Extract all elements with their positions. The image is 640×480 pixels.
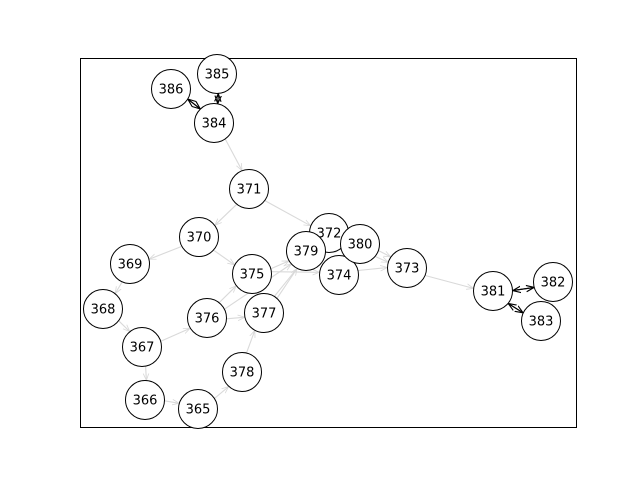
node-380: 380	[340, 224, 380, 264]
node-circle	[340, 224, 380, 264]
node-label: 378	[230, 366, 255, 381]
edge-384-371	[224, 138, 242, 171]
node-368: 368	[83, 289, 123, 329]
node-label: 368	[91, 303, 116, 318]
edge-375-379	[270, 260, 289, 270]
edge-367-376	[160, 327, 190, 342]
node-circle	[533, 262, 573, 302]
node-label: 365	[186, 403, 211, 418]
edge-378-377	[245, 330, 255, 354]
edges-layer	[115, 94, 534, 404]
edge-386-384	[187, 98, 201, 109]
node-circle	[229, 169, 269, 209]
node-label: 379	[294, 245, 319, 260]
edge-385-384	[218, 93, 219, 104]
node-378: 378	[222, 352, 262, 392]
node-circle	[110, 244, 150, 284]
node-circle	[178, 389, 218, 429]
node-circle	[179, 217, 219, 257]
node-label: 374	[327, 269, 352, 284]
edge-377-379	[276, 269, 297, 299]
edge-370-375	[213, 249, 235, 265]
node-circle	[125, 380, 165, 420]
node-label: 367	[130, 341, 155, 356]
edge-376-377	[226, 317, 245, 319]
node-label: 383	[529, 315, 554, 330]
node-label: 381	[481, 285, 506, 300]
edge-374-373	[358, 268, 387, 271]
node-label: 385	[205, 68, 230, 83]
node-label: 386	[159, 83, 184, 98]
node-385: 385	[197, 54, 237, 94]
node-label: 366	[133, 394, 158, 409]
node-375: 375	[232, 254, 272, 294]
node-376: 376	[187, 298, 227, 338]
node-379: 379	[286, 231, 326, 271]
plot-frame	[80, 58, 577, 428]
node-circle	[521, 301, 561, 341]
edge-373-381	[425, 274, 473, 289]
node-label: 382	[541, 276, 566, 291]
edge-380-373	[378, 250, 391, 257]
nodes-layer: 365 366 367 368 369 370 371 372 373 374 375 376 377 3…	[83, 54, 573, 429]
node-label: 370	[187, 231, 212, 246]
node-circle	[244, 293, 284, 333]
node-label: 372	[317, 227, 342, 242]
node-386: 386	[151, 69, 191, 109]
node-circle	[187, 298, 227, 338]
node-label: 377	[252, 307, 277, 322]
edge-371-370	[215, 203, 238, 225]
edge-367-366	[146, 366, 147, 380]
node-label: 380	[348, 238, 373, 253]
edge-371-372	[264, 200, 311, 226]
node-circle	[387, 248, 427, 288]
edge-365-378	[214, 387, 229, 399]
node-373: 373	[387, 248, 427, 288]
node-label: 376	[195, 312, 220, 327]
node-384: 384	[194, 103, 234, 143]
node-label: 373	[395, 262, 420, 277]
node-circle	[319, 255, 359, 295]
node-377: 377	[244, 293, 284, 333]
edge-383-381	[508, 304, 524, 314]
edge-370-369	[149, 245, 183, 260]
node-374: 374	[319, 255, 359, 295]
node-label: 371	[237, 183, 262, 198]
node-circle	[194, 103, 234, 143]
edge-368-367	[118, 320, 130, 332]
node-circle	[122, 327, 162, 367]
node-label: 384	[202, 117, 227, 132]
node-370: 370	[179, 217, 219, 257]
node-circle	[151, 69, 191, 109]
node-label: 375	[240, 268, 265, 283]
edge-369-368	[115, 281, 123, 294]
edge-376-375	[218, 286, 236, 303]
node-circle	[222, 352, 262, 392]
node-label: 369	[118, 258, 143, 273]
node-381: 381	[473, 271, 513, 311]
edge-382-381	[513, 287, 535, 290]
node-circle	[83, 289, 123, 329]
node-366: 366	[125, 380, 165, 420]
node-circle	[232, 254, 272, 294]
node-383: 383	[521, 301, 561, 341]
node-367: 367	[122, 327, 162, 367]
node-369: 369	[110, 244, 150, 284]
node-circle	[286, 231, 326, 271]
edge-366-365	[164, 401, 180, 404]
node-382: 382	[533, 262, 573, 302]
node-circle	[197, 54, 237, 94]
node-circle	[473, 271, 513, 311]
node-371: 371	[229, 169, 269, 209]
node-365: 365	[178, 389, 218, 429]
